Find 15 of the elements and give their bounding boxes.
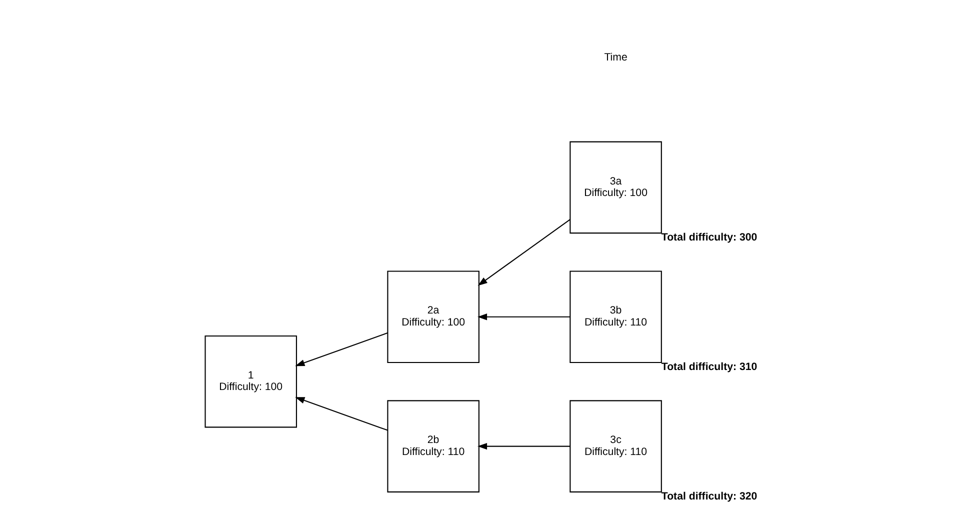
arrow [477,314,570,320]
node-label: Total difficulty: 310 [661,360,758,373]
arrow [295,397,388,431]
node-box: 3c Difficulty: 110 [570,400,662,492]
arrow [478,219,570,286]
node-box: 3a Difficulty: 100 [570,141,662,234]
node-box: 3b Difficulty: 110 [570,270,662,364]
arrow [477,442,570,450]
node-label: Total difficulty: 300 [661,231,758,244]
arrow [295,332,388,366]
node-label: Total difficulty: 320 [661,490,758,502]
label: Time [604,52,628,64]
node-box: 1 Difficulty: 100 [204,335,297,428]
node-box: 2b Difficulty: 110 [387,400,480,492]
node-box: 2a Difficulty: 100 [387,270,480,364]
